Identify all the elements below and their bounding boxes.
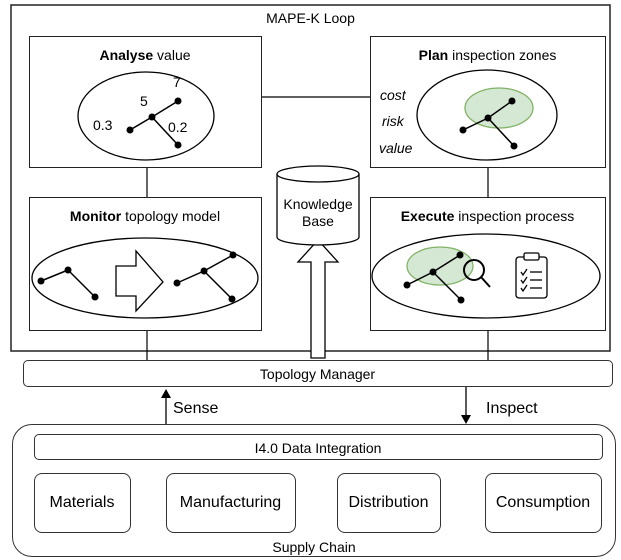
topology-manager: Topology Manager [23, 360, 613, 387]
analyse-number: 7 [173, 74, 181, 90]
execute-node [403, 281, 411, 289]
monitor-node [64, 266, 72, 274]
monitor-node [229, 251, 237, 259]
topology-manager-label: Topology Manager [259, 366, 376, 382]
monitor-node [37, 277, 45, 285]
plan-node [508, 97, 516, 105]
inspect-arrow [461, 387, 471, 424]
data-integration-bar: I4.0 Data Integration [34, 434, 603, 460]
stage-label: Consumption [495, 494, 591, 511]
sense-arrow [161, 389, 171, 424]
stage-consumption: Consumption [485, 473, 602, 533]
monitor-node [228, 295, 236, 303]
data-integration-label: I4.0 Data Integration [254, 440, 382, 456]
inspect-label: Inspect [486, 400, 538, 417]
supply-chain-title: Supply Chain [272, 539, 356, 555]
monitor-node [200, 267, 208, 275]
monitor-node [91, 293, 99, 301]
plan-node [459, 126, 467, 134]
stage-label: Materials [49, 494, 115, 511]
plan-node [510, 142, 518, 150]
analyse-node [126, 126, 134, 134]
knowledge-base-line1: Knowledge [283, 196, 353, 212]
knowledge-base-line2: Base [302, 213, 334, 229]
analyse-node [174, 97, 182, 105]
stage-label: Distribution [348, 494, 429, 511]
plan-criterion-value: value [379, 140, 413, 156]
stage-materials: Materials [34, 473, 131, 533]
analyse-number: 0.2 [168, 119, 188, 135]
analyse-node [148, 113, 156, 121]
execute-node [456, 251, 464, 259]
monitor-node [173, 279, 181, 287]
checklist-icon [515, 252, 548, 299]
stage-distribution: Distribution [337, 473, 441, 533]
sense-label: Sense [173, 400, 219, 417]
plan-zone [464, 87, 534, 129]
execute-label: Execute inspection process [400, 208, 575, 224]
execute-node [429, 268, 437, 276]
kb-hollow-arrow [296, 239, 340, 359]
plan-node [484, 114, 492, 122]
analyse-number: 5 [140, 93, 148, 109]
plan-criterion-cost: cost [380, 87, 406, 103]
stage-manufacturing: Manufacturing [166, 473, 296, 533]
analyse-node [174, 141, 182, 149]
plan-criterion-risk: risk [382, 113, 404, 129]
monitor-label: Monitor topology model [69, 208, 221, 224]
execute-node [457, 296, 465, 304]
analyse-number: 0.3 [93, 117, 113, 133]
mapek-title: MAPE-K Loop [266, 10, 355, 26]
knowledge-base-cylinder [276, 165, 360, 246]
analyse-label: Analyse value [99, 47, 191, 63]
plan-label: Plan inspection zones [418, 47, 557, 63]
monitor-transform-arrow [115, 249, 164, 313]
magnifier-icon [463, 259, 491, 288]
stage-label: Manufacturing [179, 494, 282, 511]
